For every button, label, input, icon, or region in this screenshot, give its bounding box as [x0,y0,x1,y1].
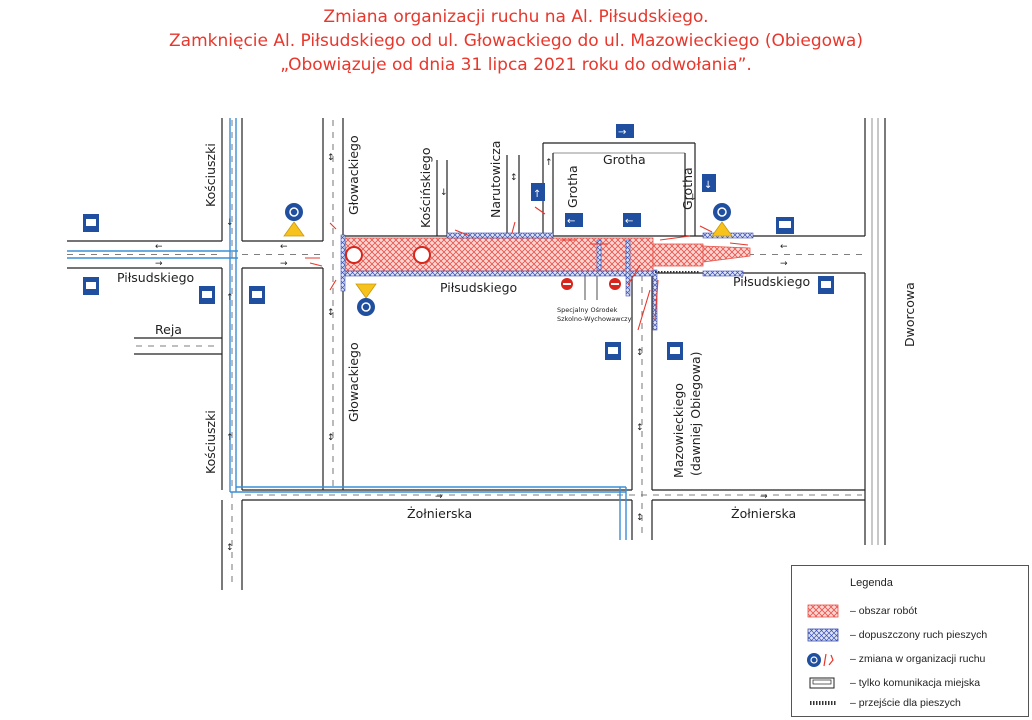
street-label-koscinskiego: Kościńskiego [418,148,433,229]
street-label-pilsudskiego-left: Piłsudskiego [117,270,194,285]
svg-text:←: ← [780,242,788,252]
legend-label: – dopuszczony ruch pieszych [850,629,988,641]
legend-item-pedestrian-zone: – dopuszczony ruch pieszych [804,626,987,644]
bus-lane-sign-icon [83,277,99,295]
pedestrian-zone-swatch-icon [804,628,844,642]
svg-text:↓: ↓ [689,193,697,203]
street-label-kosciuszki-top: Kościuszki [203,143,218,207]
street-label-kosciuszki-bottom: Kościuszki [203,410,218,474]
title-line-1: Zmiana organizacji ruchu na Al. Piłsudsk… [323,7,709,27]
svg-text:→: → [280,259,288,269]
street-label-reja: Reja [155,322,182,337]
svg-text:↕: ↕ [636,513,644,523]
crosswalk-icon [804,696,844,710]
legend-item-traffic-change: – zmiana w organizacji ruchu [804,650,985,668]
legend: Legenda – obszar robót – dopuszczony ruc… [791,565,1029,717]
bus-lane-sign-icon [199,286,215,304]
roundabout-sign-icon [711,203,733,237]
school-label-line-1: Specjalny Ośrodek [557,306,618,314]
svg-text:↑: ↑ [226,433,234,443]
svg-text:→: → [618,127,626,138]
title-line-2: Zamknięcie Al. Piłsudskiego od ul. Głowa… [169,31,863,51]
svg-text:←: ← [155,242,163,252]
one-way-sign-icon: ← [565,213,583,227]
legend-label: – przejście dla pieszych [850,697,961,709]
svg-text:↕: ↕ [327,308,335,318]
street-label-grotha-left: Grotha [565,165,580,208]
no-entry-sign-icon [561,278,573,290]
svg-text:←: ← [567,216,575,227]
works-area [344,237,751,272]
street-label-glowackiego-top: Głowackiego [346,135,361,215]
svg-text:↕: ↕ [327,433,335,443]
street-label-mazowieckiego-old-name: (dawniej Obiegowa) [688,351,703,476]
street-labels: Kościuszki Kościuszki Piłsudskiego Piłsu… [117,135,917,521]
svg-text:↕: ↕ [636,423,644,433]
svg-text:→: → [760,492,768,502]
transit-lines [67,118,627,540]
svg-text:←: ← [280,242,288,252]
bus-lane-sign-icon [667,342,683,360]
street-label-pilsudskiego-center: Piłsudskiego [440,280,517,295]
svg-text:↕: ↕ [636,348,644,358]
legend-label: – zmiana w organizacji ruchu [850,653,986,665]
bus-lane-sign-icon [818,276,834,294]
street-label-glowackiego-bottom: Głowackiego [346,342,361,422]
street-label-narutowicza: Narutowicza [488,141,503,218]
svg-text:↑: ↑ [533,189,541,200]
one-way-sign-icon: ↑ [531,183,545,201]
direction-arrows: ← ← ← → → → → → ↓ ↑ ↑ ↕ ↕ ↕ ↕ ↕ ↕ ↕ ↕ ↓ … [155,153,788,553]
signs: → ↑ ← ← ↓ [83,124,834,360]
legend-item-crosswalk: – przejście dla pieszych [804,694,961,712]
svg-text:↑: ↑ [226,293,234,303]
title-line-3: „Obowiązuje od dnia 31 lipca 2021 roku d… [280,55,752,75]
legend-item-bus-only: – tylko komunikacja miejska [804,674,980,692]
svg-text:↕: ↕ [226,543,234,553]
legend-label: – tylko komunikacja miejska [850,677,981,689]
svg-text:↕: ↕ [327,153,335,163]
svg-text:→: → [155,259,163,269]
legend-item-works-area: – obszar robót [804,602,917,620]
roundabout-sign-icon [283,203,305,237]
svg-text:←: ← [625,216,633,227]
svg-text:↕: ↕ [510,173,518,183]
street-label-dworcowa: Dworcowa [902,282,917,347]
one-way-sign-icon: ↓ [702,174,716,192]
svg-text:→: → [780,259,788,269]
svg-text:↓: ↓ [440,188,448,198]
street-label-zolnierska-left: Żołnierska [407,506,472,521]
works-area-swatch-icon [804,604,844,618]
roundabout-sign-icon [804,652,844,667]
one-way-sign-icon: → [616,124,634,138]
svg-text:→: → [435,492,443,502]
no-entry-sign-icon [609,278,621,290]
bus-lane-icon [804,676,844,690]
street-label-grotha-right: Grotha [680,167,695,210]
roundabout-sign-icon [355,283,377,316]
svg-text:↑: ↑ [545,158,553,168]
svg-text:↓: ↓ [704,180,712,191]
traffic-change-arrows [305,206,749,331]
street-label-mazowieckiego: Mazowieckiego [671,383,686,478]
school-label-line-2: Szkolno-Wychowawczy [557,315,632,323]
legend-title: Legenda [850,577,893,589]
street-label-zolnierska-right: Żołnierska [731,506,796,521]
one-way-sign-icon: ← [623,213,641,227]
svg-text:↓: ↓ [226,218,234,228]
bus-lane-sign-icon [605,342,621,360]
street-label-grotha-top: Grotha [603,152,646,167]
street-label-pilsudskiego-right: Piłsudskiego [733,274,810,289]
legend-label: – obszar robót [850,605,918,617]
bus-lane-sign-icon [83,214,99,232]
bus-lane-sign-icon [776,217,794,234]
bus-lane-sign-icon [249,286,265,304]
